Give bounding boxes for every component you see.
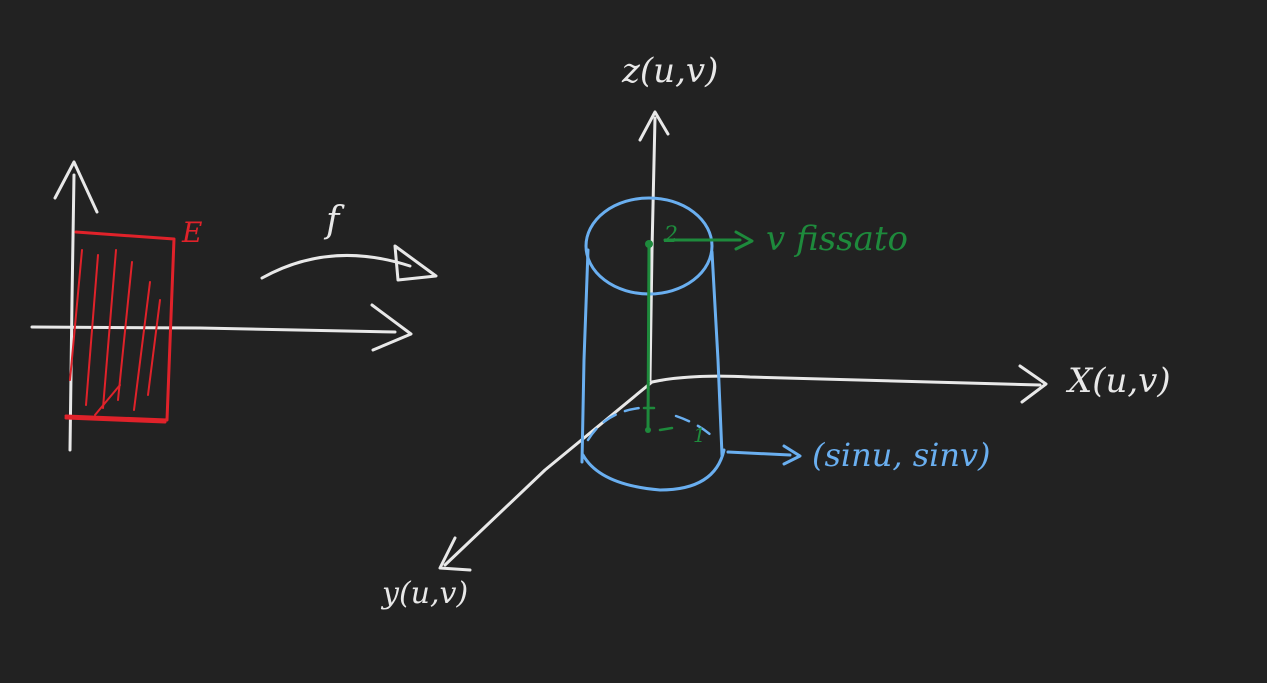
circle-param-label: (sinu, sinv): [812, 436, 991, 474]
domain-vertical-arrowhead: [53, 160, 99, 214]
circle-param-arrow: [726, 450, 792, 457]
mapping-arrowhead: [393, 244, 438, 282]
x-axis-label: X(u,v): [1065, 361, 1171, 401]
region-E: [64, 230, 176, 424]
fixed-v-label: v fissato: [766, 219, 908, 259]
axes-3d: z(u,v) X(u,v) y(u,v): [380, 51, 1171, 611]
x-axis-arrowhead: [1018, 364, 1048, 404]
domain-horizontal-arrowhead: [370, 303, 413, 352]
mapping-arrow: f: [260, 200, 438, 282]
mark-bottom-label: 1: [693, 423, 706, 447]
bottom-tick: [642, 406, 674, 432]
domain-vertical-axis: [68, 173, 76, 452]
cylinder-bottom-front: [581, 448, 726, 492]
domain-horizontal-axis: [30, 325, 397, 334]
mark-top-label: 2: [663, 223, 678, 248]
bottom-point: [645, 427, 651, 433]
mapping-arrow-curve: [260, 253, 412, 280]
circle-param-arrowhead: [782, 444, 802, 466]
cylinder: (sinu, sinv): [580, 196, 991, 492]
fixed-v-arrowhead: [734, 230, 754, 251]
cylinder-left-side: [580, 248, 590, 464]
z-axis-arrowhead: [638, 110, 670, 142]
x-axis: [650, 374, 1042, 387]
cylinder-bottom-back: [586, 406, 718, 442]
region-E-label: E: [181, 216, 202, 249]
domain-plane: E: [30, 160, 413, 452]
y-axis-label: y(u,v): [380, 576, 468, 611]
z-axis: [648, 116, 657, 382]
green-vertical-line: [646, 242, 651, 432]
y-axis: [443, 380, 654, 567]
top-point: [645, 240, 653, 248]
y-axis-arrowhead: [438, 536, 472, 572]
cylinder-right-side: [710, 250, 724, 457]
map-f-label: f: [323, 200, 345, 241]
z-axis-label: z(u,v): [621, 51, 718, 91]
fixed-v-segment: 2 1 v fissato: [642, 219, 908, 447]
